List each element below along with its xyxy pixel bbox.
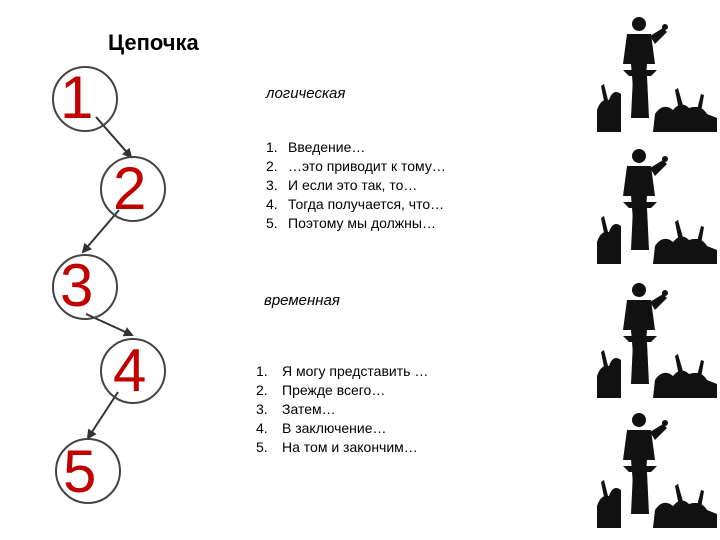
temporal-heading: временная bbox=[264, 292, 340, 309]
temporal-list: 1.Я могу представить … 2.Прежде всего… 3… bbox=[256, 362, 428, 457]
chain-number-5: 5 bbox=[63, 438, 97, 505]
list-item: 1.Введение… bbox=[266, 139, 366, 155]
list-item: 4.В заключение… bbox=[256, 420, 387, 436]
chain-circle-2 bbox=[100, 156, 166, 222]
chain-number-4: 4 bbox=[113, 337, 147, 404]
speaker-at-podium-icon bbox=[597, 14, 717, 132]
list-item: 2.Прежде всего… bbox=[256, 382, 386, 398]
speaker-at-podium-icon bbox=[597, 280, 717, 398]
chain-number-3: 3 bbox=[60, 252, 94, 319]
chain-circle-3 bbox=[52, 254, 118, 320]
list-item: 4.Тогда получается, что… bbox=[266, 196, 445, 212]
list-item: 3.И если это так, то… bbox=[266, 177, 418, 193]
chain-number-2: 2 bbox=[113, 155, 147, 222]
chain-arrow-4-5 bbox=[86, 391, 119, 440]
chain-circle-5 bbox=[55, 438, 121, 504]
speaker-illustrations bbox=[597, 14, 717, 534]
list-item: 5.На том и закончим… bbox=[256, 439, 418, 455]
chain-number-1: 1 bbox=[60, 64, 94, 131]
slide-title: Цепочка bbox=[108, 30, 199, 55]
list-item: 5.Поэтому мы должны… bbox=[266, 215, 436, 231]
list-item: 2.…это приводит к тому… bbox=[266, 158, 446, 174]
speaker-at-podium-icon bbox=[597, 146, 717, 264]
chain-arrow-2-3 bbox=[81, 209, 120, 254]
list-item: 3.Затем… bbox=[256, 401, 336, 417]
logical-list: 1.Введение… 2.…это приводит к тому… 3.И … bbox=[266, 138, 446, 233]
chain-circle-1 bbox=[52, 66, 118, 132]
list-item: 1.Я могу представить … bbox=[256, 363, 429, 379]
speaker-at-podium-icon bbox=[597, 410, 717, 528]
chain-circle-4 bbox=[100, 338, 166, 404]
logical-heading: логическая bbox=[266, 85, 346, 102]
